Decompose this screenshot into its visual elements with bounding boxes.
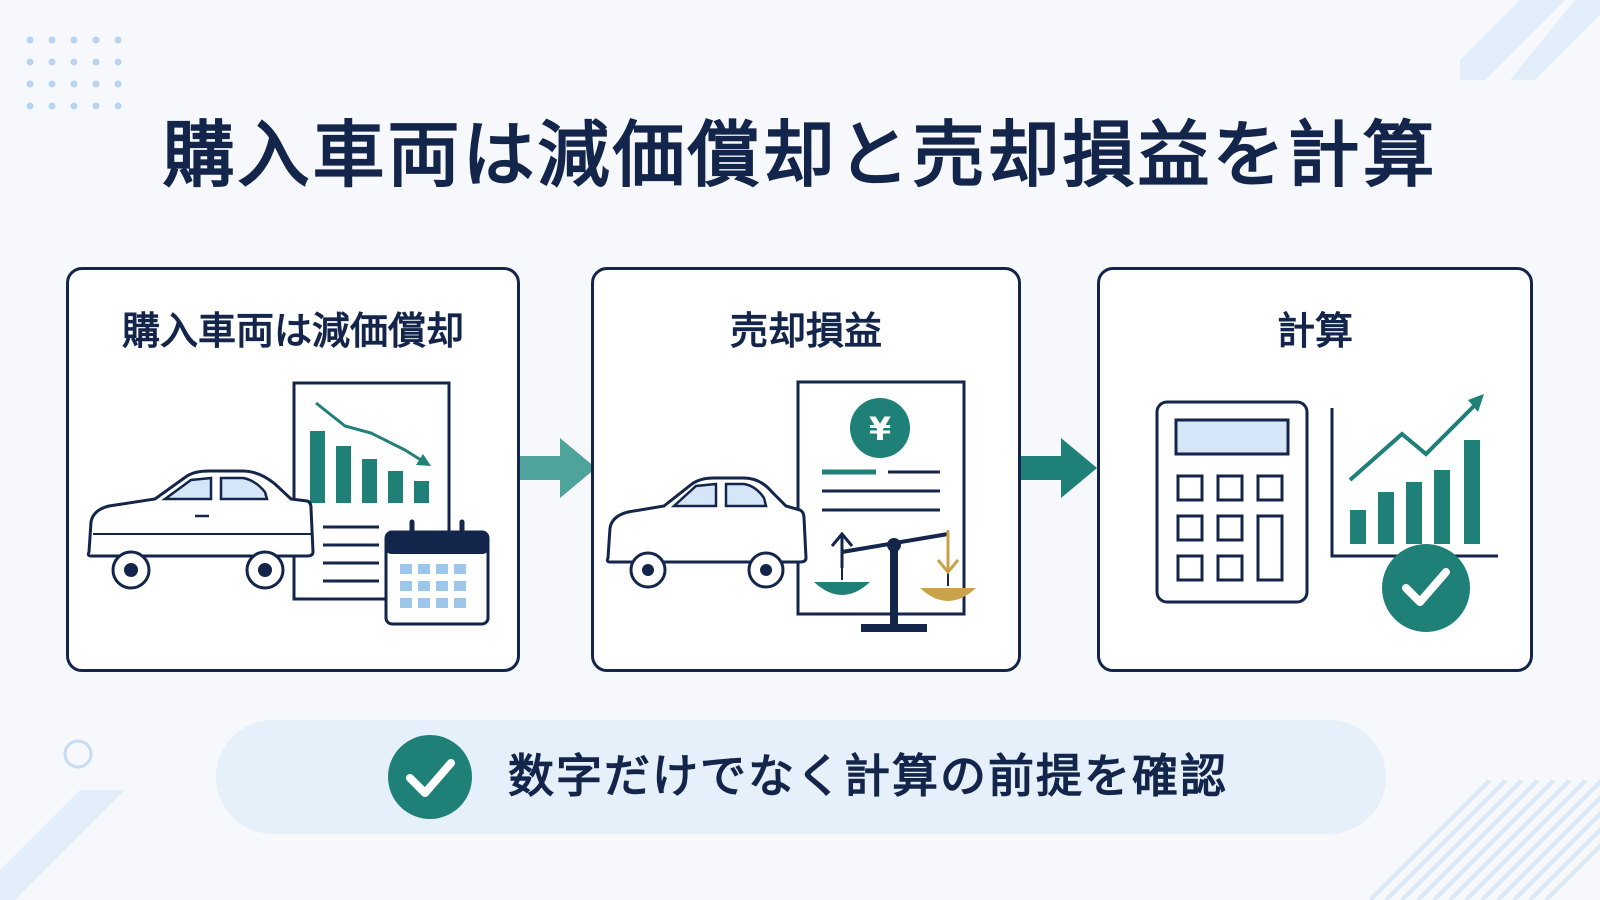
step-label-depreciation: 購入車両は減価償却 [121, 309, 464, 353]
corner-stripes-decoration [1460, 0, 1600, 80]
banner-text: 数字だけでなく計算の前提を確認 [508, 749, 1228, 803]
corner-stripe-decoration [0, 790, 125, 900]
step-label-calculation: 計算 [1276, 309, 1353, 353]
dot-pattern-decoration [26, 36, 122, 110]
step-card-calculation: 計算 [1097, 267, 1533, 672]
flow-arrow-icon [1021, 438, 1097, 498]
hatch-stripes-decoration [1370, 780, 1600, 900]
page-title: 購入車両は減価償却と売却損益を計算 [162, 113, 1438, 197]
ring-decoration [63, 739, 93, 769]
car-depreciation-chart-calendar-icon [86, 381, 490, 626]
step-card-depreciation: 購入車両は減価償却 [66, 267, 520, 672]
step-card-gain-loss: 売却損益 ¥ [591, 267, 1021, 672]
flow-arrow-icon [520, 438, 596, 498]
car-yen-document-scale-icon: ¥ [605, 380, 976, 632]
svg-text:¥: ¥ [869, 410, 891, 448]
step-label-gain-loss: 売却損益 [729, 309, 882, 353]
calculator-rising-chart-check-icon [1155, 394, 1498, 632]
confirmation-banner: 数字だけでなく計算の前提を確認 [216, 720, 1386, 834]
check-circle-icon [388, 735, 472, 819]
